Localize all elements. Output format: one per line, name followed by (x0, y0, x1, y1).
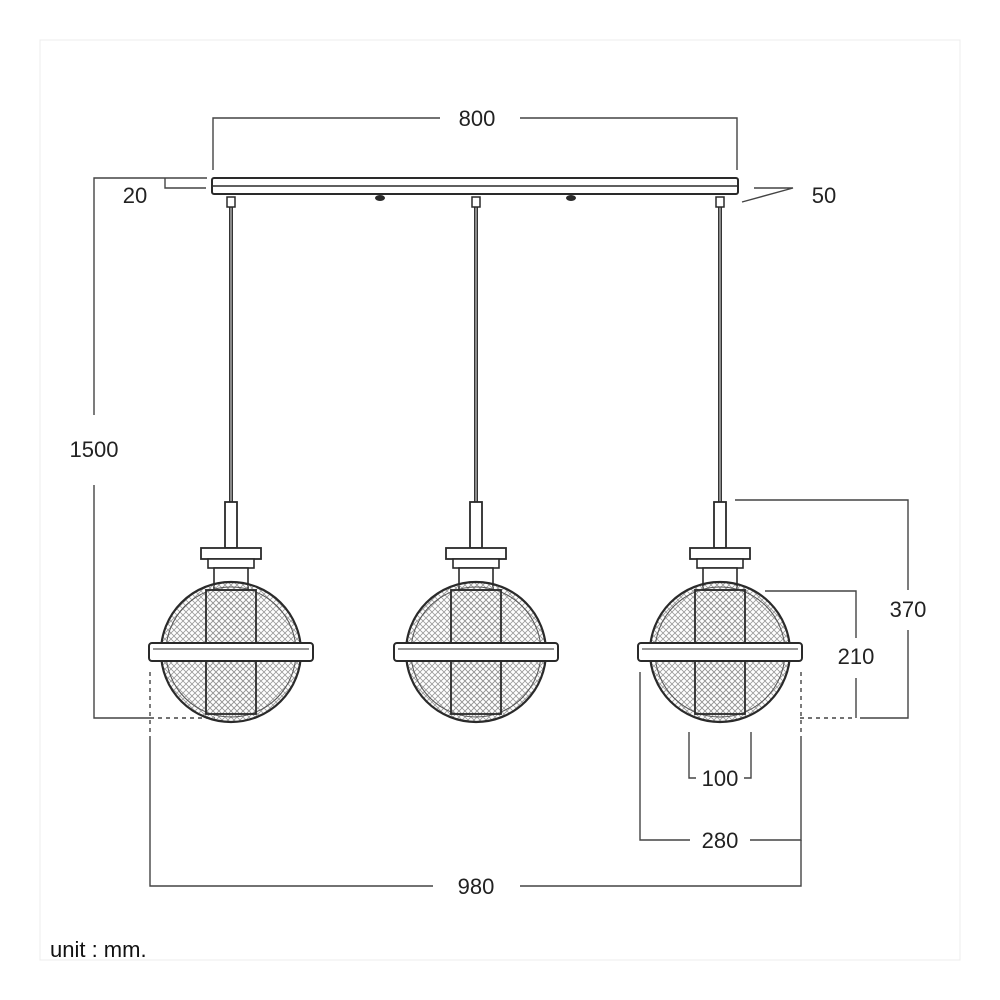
equator-ring (637, 642, 803, 662)
equator-ring (148, 642, 314, 662)
dim-overall-width: 980 (149, 672, 802, 899)
unit-note: unit : mm. (50, 937, 147, 962)
dim-canopy-width: 800 (212, 106, 738, 170)
canopy-screw (566, 195, 576, 201)
dim-label-210: 210 (838, 644, 875, 669)
canopy (211, 177, 739, 201)
cord-grip (715, 196, 725, 208)
cord-grip (226, 196, 236, 208)
equator-ring (393, 642, 559, 662)
dim-label-20: 20 (123, 183, 147, 208)
lamp-stem (224, 501, 238, 549)
dim-canopy-thickness: 20 (123, 178, 206, 208)
dim-canopy-depth: 50 (741, 183, 836, 208)
dim-label-800: 800 (459, 106, 496, 131)
pendant-lamp (637, 196, 803, 724)
dim-label-370: 370 (890, 597, 927, 622)
pendant-lamp (393, 196, 559, 724)
cord-grip (471, 196, 481, 208)
pendant-lamp (148, 196, 314, 724)
dim-label-50: 50 (812, 183, 836, 208)
pendants (148, 196, 803, 724)
canopy-screw (375, 195, 385, 201)
socket-bracket (689, 547, 751, 560)
dim-overall-height: 1500 (70, 177, 215, 719)
lamp-stem (713, 501, 727, 549)
drawing-frame (39, 39, 961, 961)
dim-globe-height: 210 (765, 590, 875, 719)
dim-label-280: 280 (702, 828, 739, 853)
lamp-stem (469, 501, 483, 549)
socket-bracket (200, 547, 262, 560)
dim-label-980: 980 (458, 874, 495, 899)
dim-pendant-height: 370 (735, 499, 927, 719)
dim-label-100: 100 (702, 766, 739, 791)
dim-label-1500: 1500 (70, 437, 119, 462)
socket-bracket (445, 547, 507, 560)
dim-cylinder-width: 100 (688, 732, 752, 791)
dim-globe-diameter: 280 (639, 672, 802, 853)
